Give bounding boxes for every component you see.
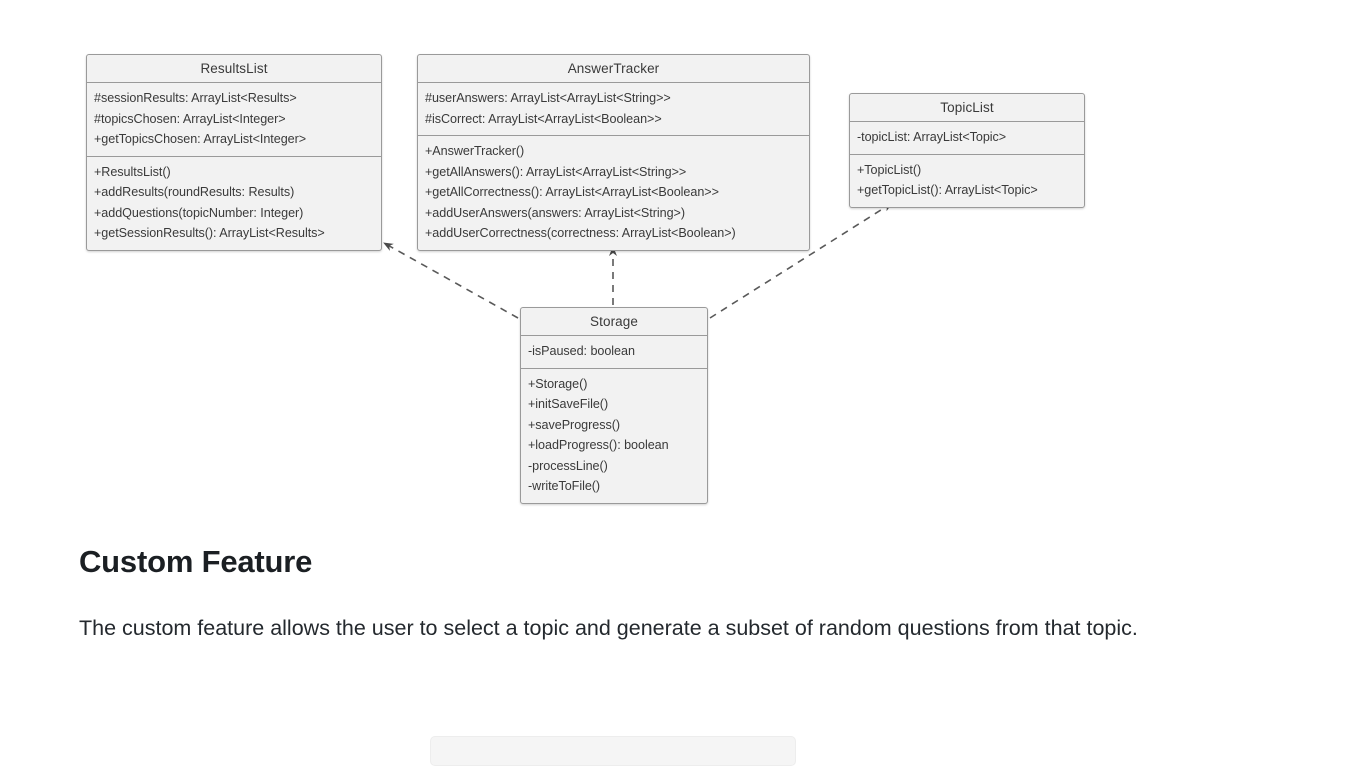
uml-class-answer-tracker[interactable]: AnswerTracker #userAnswers: ArrayList<Ar… <box>417 54 810 251</box>
uml-method: +addQuestions(topicNumber: Integer) <box>94 205 304 220</box>
uml-attribute: -topicList: ArrayList<Topic> <box>857 130 1007 144</box>
uml-class-storage[interactable]: Storage -isPaused: boolean +Storage() +i… <box>520 307 708 504</box>
uml-methods-compartment: +ResultsList() +addResults(roundResults:… <box>87 157 381 250</box>
uml-attributes-compartment: #sessionResults: ArrayList<Results> #top… <box>87 83 381 157</box>
uml-method: +getSessionResults(): ArrayList<Results> <box>94 226 325 240</box>
uml-method: +getTopicList(): ArrayList<Topic> <box>857 183 1038 197</box>
uml-attributes-compartment: -isPaused: boolean <box>521 336 707 369</box>
uml-class-diagram: ResultsList #sessionResults: ArrayList<R… <box>86 54 1085 504</box>
uml-class-title: AnswerTracker <box>418 55 809 83</box>
uml-class-topic-list[interactable]: TopicList -topicList: ArrayList<Topic> +… <box>849 93 1085 208</box>
edge-storage-to-results-list <box>383 242 519 319</box>
uml-attributes-compartment: #userAnswers: ArrayList<ArrayList<String… <box>418 83 809 136</box>
uml-attribute: +getTopicsChosen: ArrayList<Integer> <box>94 132 307 146</box>
section-paragraph: The custom feature allows the user to se… <box>79 616 1138 640</box>
uml-attribute: #sessionResults: ArrayList<Results> <box>94 91 297 105</box>
uml-class-results-list[interactable]: ResultsList #sessionResults: ArrayList<R… <box>86 54 382 251</box>
uml-method: +loadProgress(): boolean <box>528 438 669 452</box>
uml-attributes-compartment: -topicList: ArrayList<Topic> <box>850 122 1084 155</box>
uml-method: +getAllAnswers(): ArrayList<ArrayList<St… <box>425 164 687 179</box>
uml-methods-compartment: +TopicList() +getTopicList(): ArrayList<… <box>850 155 1084 207</box>
uml-class-title: ResultsList <box>87 55 381 83</box>
uml-attribute: #topicsChosen: ArrayList<Integer> <box>94 111 286 126</box>
uml-methods-compartment: +AnswerTracker() +getAllAnswers(): Array… <box>418 136 809 250</box>
uml-method: +ResultsList() <box>94 164 171 179</box>
uml-method: +AnswerTracker() <box>425 144 525 158</box>
uml-method: -processLine() <box>528 458 608 473</box>
uml-method: +addUserCorrectness(correctness: ArrayLi… <box>425 226 736 240</box>
uml-attribute: -isPaused: boolean <box>528 344 635 358</box>
uml-attribute: #userAnswers: ArrayList<ArrayList<String… <box>425 91 671 105</box>
uml-method: +addResults(roundResults: Results) <box>94 185 295 199</box>
uml-method: +addUserAnswers(answers: ArrayList<Strin… <box>425 205 685 220</box>
uml-method: +TopicList() <box>857 162 922 177</box>
section-heading: Custom Feature <box>79 544 313 579</box>
uml-methods-compartment: +Storage() +initSaveFile() +saveProgress… <box>521 369 707 503</box>
uml-method: +getAllCorrectness(): ArrayList<ArrayLis… <box>425 185 719 199</box>
uml-method: +Storage() <box>528 376 588 391</box>
uml-method: -writeToFile() <box>528 479 601 493</box>
uml-method: +initSaveFile() <box>528 397 609 411</box>
prose-section: Custom Feature The custom feature allows… <box>79 540 1289 647</box>
uml-class-title: TopicList <box>850 94 1084 122</box>
uml-attribute: #isCorrect: ArrayList<ArrayList<Boolean>… <box>425 111 662 126</box>
uml-class-title: Storage <box>521 308 707 336</box>
uml-method: +saveProgress() <box>528 417 620 432</box>
partial-figure-box <box>430 736 796 766</box>
